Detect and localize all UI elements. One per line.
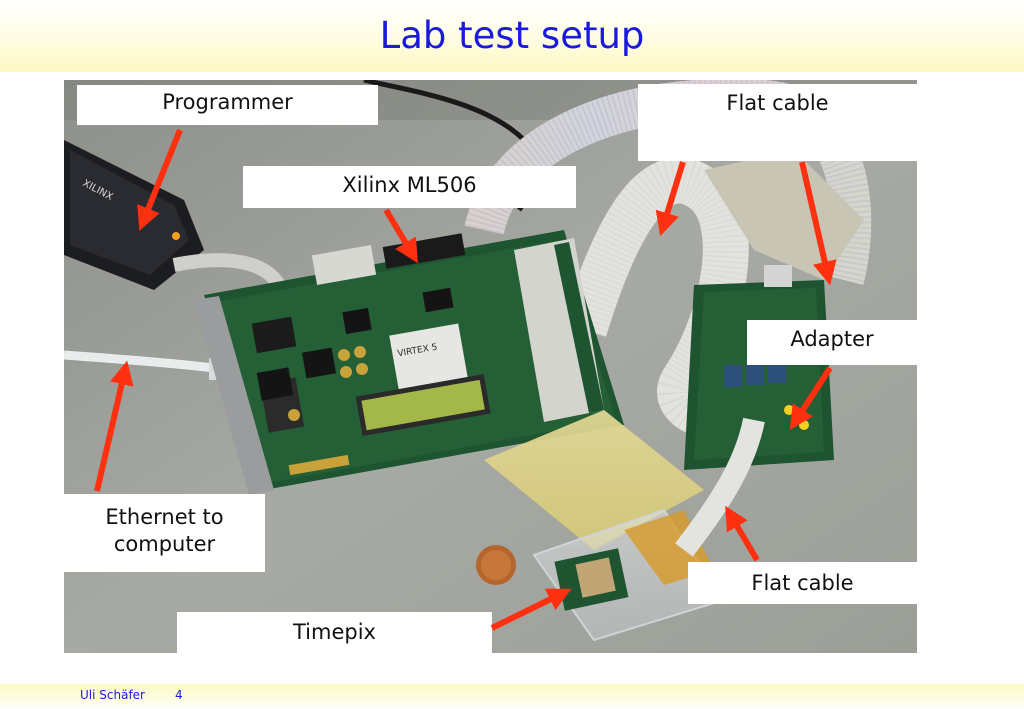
label-timepix: Timepix	[177, 612, 492, 653]
label-ethernet-line1: Ethernet to	[105, 505, 224, 529]
programmer-device: XILINX	[64, 140, 204, 290]
fmc-connector	[514, 238, 604, 422]
xilinx-ml506-board: VIRTEX 5	[194, 230, 624, 495]
ethernet-cable	[64, 350, 215, 373]
arrow-adapter	[789, 366, 833, 431]
footer-author: Uli Schäfer	[80, 688, 145, 702]
label-flat-cable-bottom: Flat cable	[688, 562, 917, 604]
arrow-timepix	[490, 588, 572, 631]
footer-band	[0, 684, 1024, 709]
footer-page-number: 4	[175, 688, 183, 702]
programmer-ribbon	[172, 253, 285, 290]
grey-flat-cable-bottom	[675, 417, 765, 557]
label-ethernet-line2: computer	[113, 532, 216, 556]
label-xilinx-ml506: Xilinx ML506	[243, 166, 576, 208]
arrow-programmer	[137, 128, 183, 231]
header-band	[0, 0, 1024, 72]
slide-title: Lab test setup	[379, 14, 645, 57]
label-programmer: Programmer	[77, 85, 378, 125]
arrow-flat-cable-top-right	[799, 161, 837, 286]
arrow-flat-cable-bottom	[725, 505, 760, 562]
label-ethernet: Ethernet to computer	[64, 494, 265, 572]
arrow-xilinx-board	[383, 208, 418, 264]
arrow-flat-cable-top-left	[655, 161, 686, 237]
timepix-carrier	[554, 548, 629, 611]
label-flat-cable-top: Flat cable	[638, 84, 917, 161]
arrow-ethernet	[94, 360, 134, 492]
label-adapter: Adapter	[747, 320, 917, 365]
